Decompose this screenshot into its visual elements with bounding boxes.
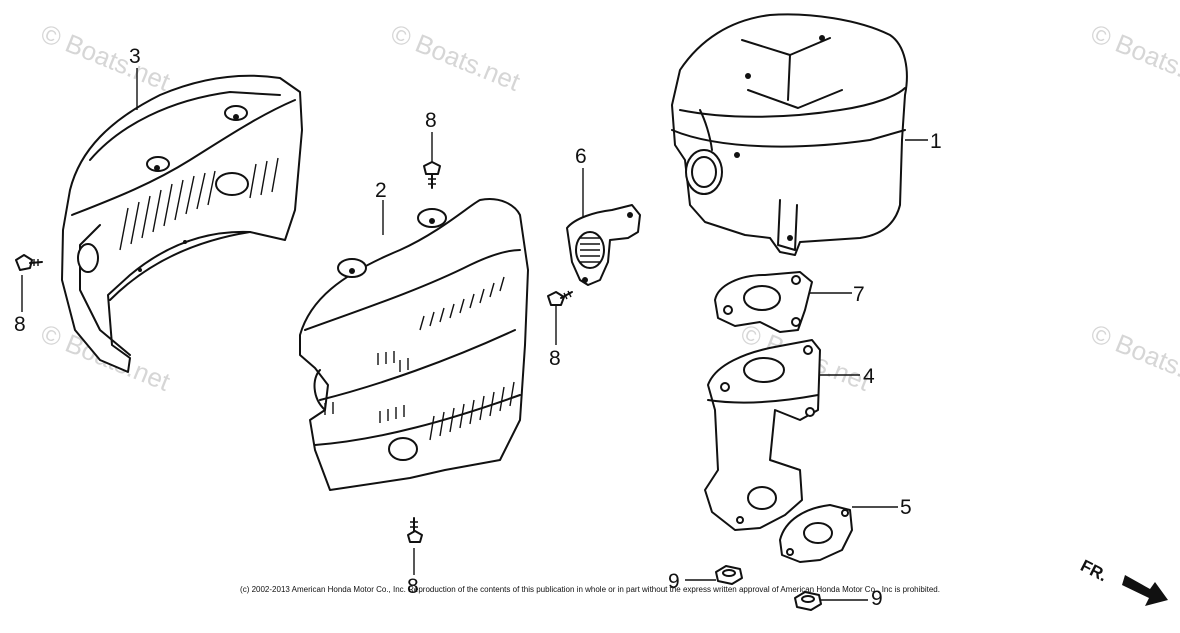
muffler-protector-part — [299, 198, 529, 491]
copyright-notice: (c) 2002-2013 American Honda Motor Co., … — [240, 585, 940, 594]
callout-gasket-lower: 5 — [900, 496, 912, 519]
gasket-upper-part — [714, 271, 813, 333]
vent-slots — [119, 157, 279, 251]
leader-lines — [21, 68, 928, 601]
callout-joint: 6 — [575, 145, 587, 168]
callout-screw-top: 8 — [425, 109, 437, 132]
exhaust-pipe-part — [704, 339, 821, 531]
gasket-lower-part — [779, 504, 853, 563]
callout-nut-a: 9 — [668, 570, 680, 593]
nut-a-part — [715, 565, 743, 585]
callout-gasket-upper: 7 — [853, 283, 865, 306]
callout-screw-bottom: 8 — [407, 575, 419, 598]
screw-mid-part — [547, 290, 573, 306]
callout-muffler-protector: 2 — [375, 179, 387, 202]
callout-exhaust-pipe: 4 — [863, 365, 875, 388]
callout-upper-protector: 3 — [129, 45, 141, 68]
muffler-part — [671, 13, 908, 256]
joint-part — [566, 204, 641, 286]
nut-b-part — [794, 591, 822, 611]
upper-protector-part — [61, 74, 303, 373]
callout-screw-mid: 8 — [549, 347, 561, 370]
screw-left-part — [15, 254, 43, 271]
callout-muffler: 1 — [930, 130, 942, 153]
screw-bottom-part — [407, 517, 423, 543]
callout-nut-b: 9 — [871, 587, 883, 610]
screw-top-part — [423, 161, 441, 189]
front-direction-arrow-icon — [1122, 575, 1168, 606]
callout-screw-left: 8 — [14, 313, 26, 336]
